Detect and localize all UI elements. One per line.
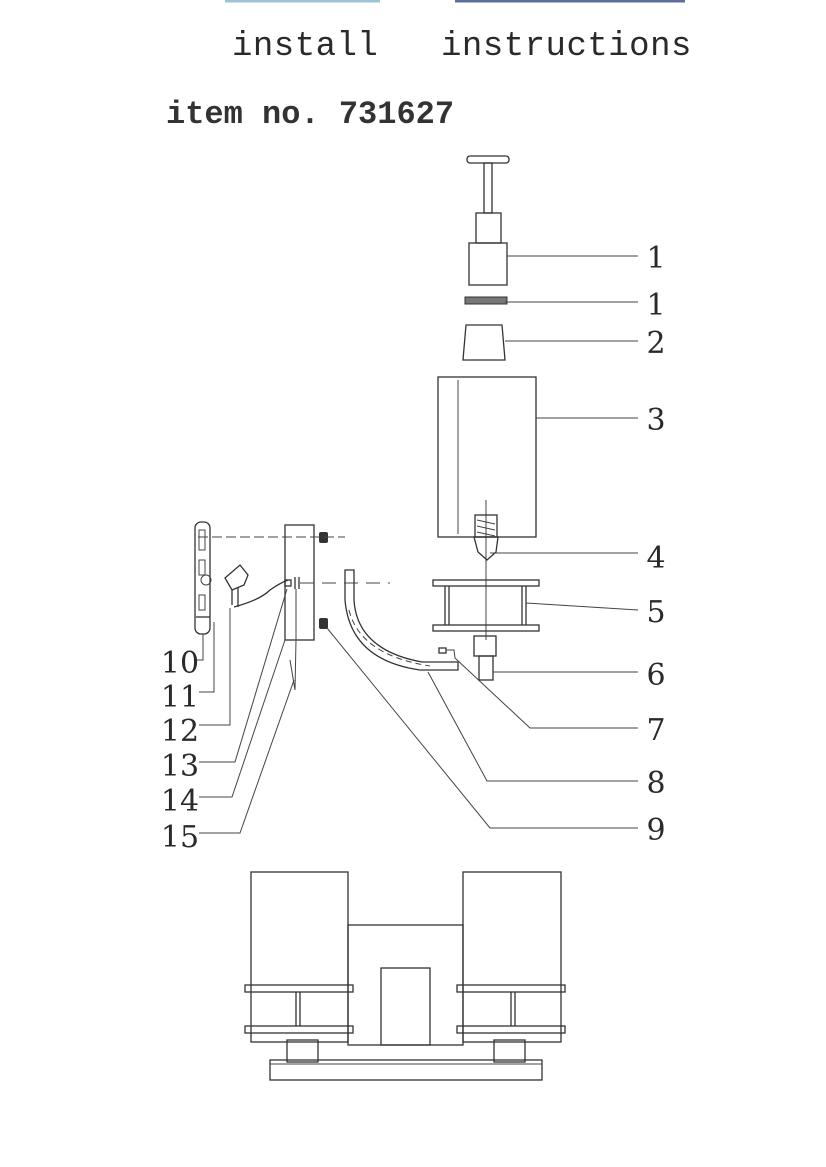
shade-holder-part <box>432 579 540 632</box>
page-title: install instructions <box>232 28 692 66</box>
callout-10: 10 <box>161 646 199 681</box>
callout-9: 9 <box>646 813 665 848</box>
callout-8: 8 <box>646 766 665 801</box>
leader-lines-right <box>326 255 639 829</box>
callout-7: 7 <box>646 713 665 748</box>
assembled-view <box>244 871 566 1081</box>
callout-11: 11 <box>161 680 199 715</box>
callout-12: 12 <box>161 714 199 749</box>
callout-4: 4 <box>646 541 665 576</box>
nut-part <box>438 647 447 654</box>
cap-part <box>462 324 506 361</box>
callout-1-finial: 1 <box>646 241 665 276</box>
connector-part <box>224 564 289 608</box>
leader-lines-left <box>197 588 295 834</box>
knob-part <box>319 532 328 543</box>
callout-15: 15 <box>161 820 199 855</box>
knob-part <box>319 618 328 629</box>
callout-5: 5 <box>646 595 665 630</box>
backplate-part <box>194 521 212 635</box>
arm-part <box>344 569 459 671</box>
callout-1-washer: 1 <box>646 288 665 323</box>
item-number: item no. 731627 <box>166 96 455 133</box>
callout-14: 14 <box>161 784 199 819</box>
bulb-holder-part <box>473 500 499 640</box>
finial-part <box>464 155 510 305</box>
callout-13: 13 <box>161 749 199 784</box>
callout-3: 3 <box>646 403 665 438</box>
callout-2: 2 <box>646 326 665 361</box>
callout-6: 6 <box>646 658 665 693</box>
shade-part <box>437 376 537 538</box>
canopy-box-part <box>284 524 315 691</box>
socket-part <box>473 635 497 681</box>
